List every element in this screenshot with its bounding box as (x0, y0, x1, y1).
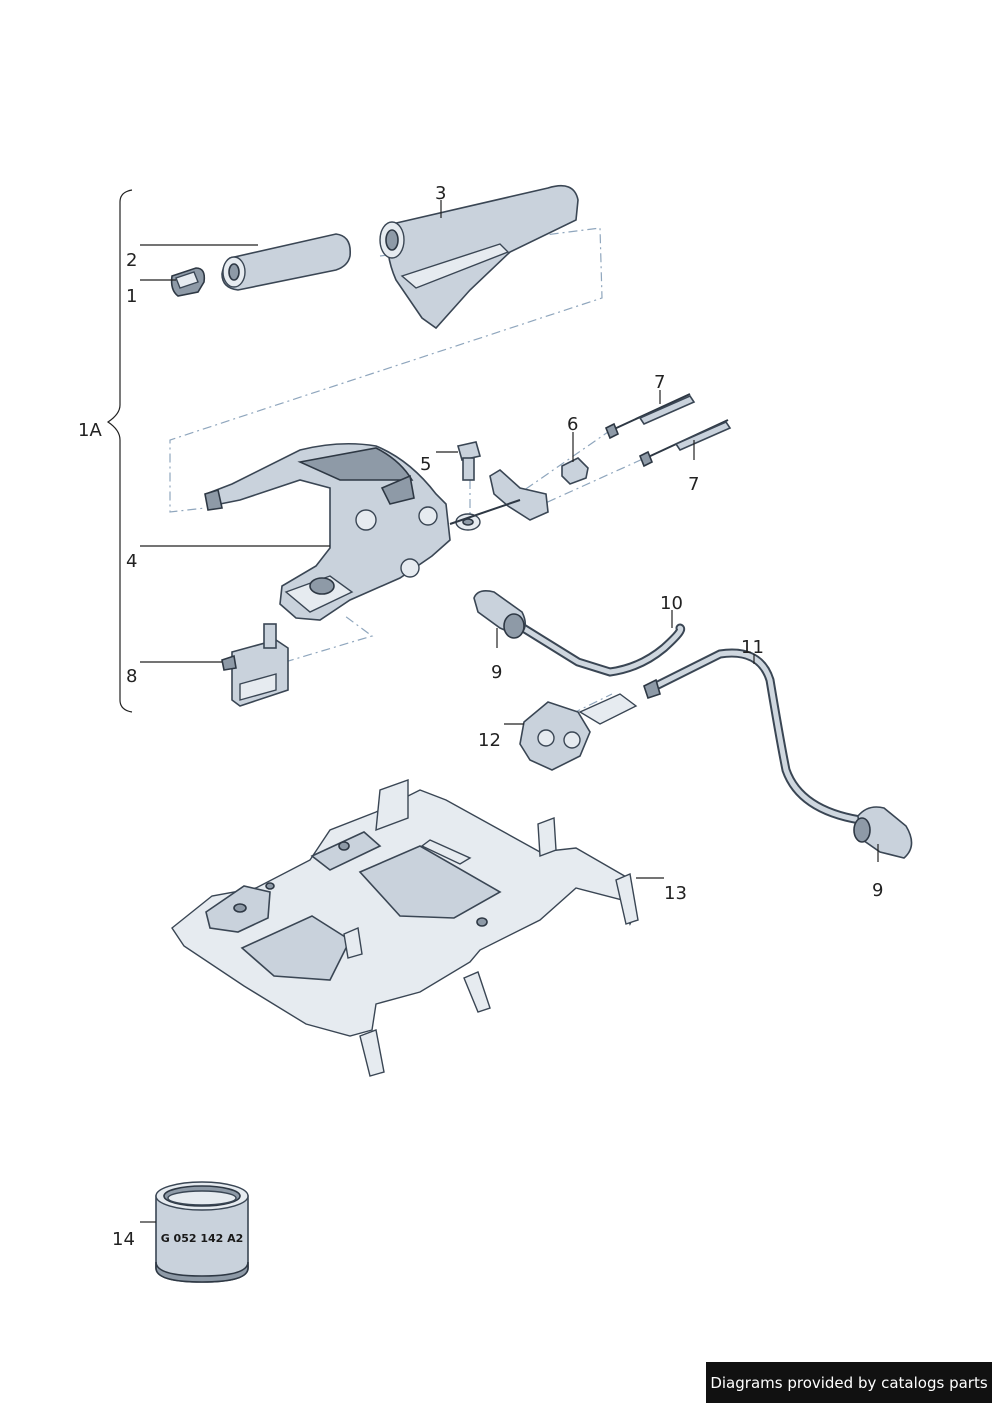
part-7-cables (604, 393, 732, 468)
callout-labels: 1 2 3 1A 4 5 6 7 7 8 9 10 11 12 13 9 14 (78, 183, 883, 1250)
footer-credit: Diagrams provided by catalogs parts (706, 1362, 992, 1403)
part-9-boot-lower (853, 806, 913, 859)
part-9-boot-upper (473, 590, 526, 639)
label-7-top: 7 (654, 372, 665, 393)
label-4: 4 (126, 551, 137, 572)
label-11: 11 (741, 637, 764, 658)
label-9-upper: 9 (491, 662, 502, 683)
label-10: 10 (660, 593, 683, 614)
part-13-plate (171, 779, 639, 1077)
label-13: 13 (664, 883, 687, 904)
group-bracket-1a (106, 189, 133, 713)
part-12-connector (519, 693, 638, 771)
part-6-nut (561, 457, 589, 485)
part-3-boot (379, 184, 579, 330)
label-6: 6 (567, 414, 578, 435)
part-4-lever (204, 442, 451, 621)
label-5: 5 (420, 454, 431, 475)
label-14: 14 (112, 1229, 135, 1250)
label-2: 2 (126, 250, 137, 271)
label-12: 12 (478, 730, 501, 751)
label-7-right: 7 (688, 474, 699, 495)
part-14-tin: G 052 142 A2 (155, 1181, 249, 1283)
label-8: 8 (126, 666, 137, 687)
label-3: 3 (435, 183, 446, 204)
part-5-bolt (455, 441, 482, 531)
part-8-switch (221, 623, 289, 707)
part-1-cap (170, 267, 206, 297)
part-10-cable (515, 621, 686, 677)
equalizer-bracket (449, 469, 549, 525)
part-2-grip (221, 233, 352, 291)
label-9-lower: 9 (872, 880, 883, 901)
leader-lines (140, 200, 879, 1223)
label-1: 1 (126, 286, 137, 307)
part-14-marking: G 052 142 A2 (161, 1232, 244, 1245)
part-11-cable (643, 648, 865, 825)
label-1a: 1A (78, 420, 102, 441)
